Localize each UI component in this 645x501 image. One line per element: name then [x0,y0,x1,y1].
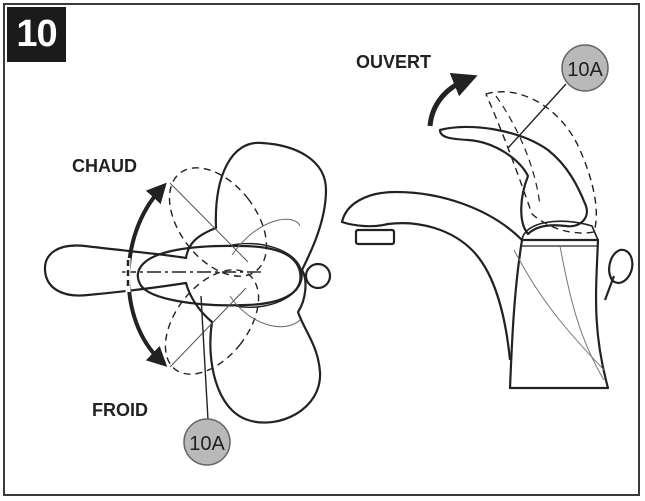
cold-label: FROID [92,400,148,420]
left-callout-label: 10A [189,433,225,455]
handle-cold-position [164,269,260,375]
hot-label: CHAUD [72,156,137,176]
spout [340,190,523,361]
step-number-badge: 10 [7,7,66,62]
lever-open-position [485,91,597,234]
left-callout-leader [200,295,209,421]
top-view-faucet [43,141,332,424]
aerator [354,228,396,246]
escutcheon-plate [43,141,328,424]
hot-cold-swing-arrow [126,182,168,367]
open-rotation-arrow [427,73,478,127]
left-callout-bubble [183,418,231,466]
right-callout-bubble [561,44,609,92]
open-label: OUVERT [356,52,431,72]
lever-handle-top [136,244,302,307]
lever-handle-side [438,125,588,236]
faucet-body [508,238,610,390]
handle-hot-position [168,167,268,277]
pop-up-knob [304,262,332,290]
pop-up-knob-side [608,248,634,284]
side-view-faucet [340,91,634,390]
right-callout-label: 10A [567,59,603,81]
handle-hub [227,242,303,308]
right-callout-leader [507,83,567,149]
